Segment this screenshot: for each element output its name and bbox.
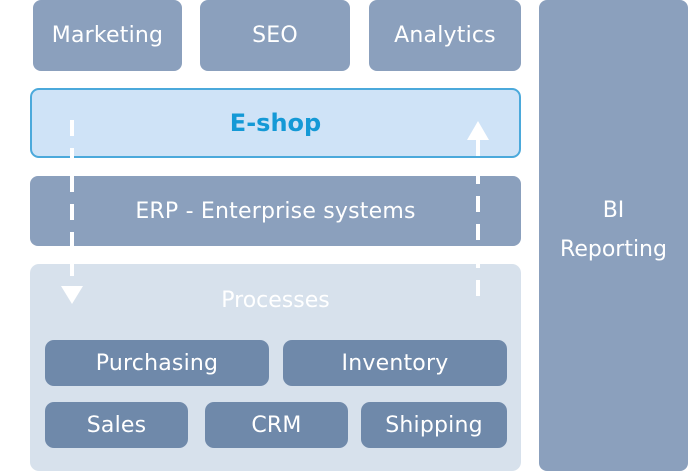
seo-box: SEO: [200, 0, 350, 71]
reporting-label: Reporting: [560, 236, 667, 262]
eshop-box: E-shop: [30, 88, 521, 158]
analytics-box: Analytics: [369, 0, 521, 71]
process-shipping: Shipping: [361, 402, 507, 448]
processes-title: Processes: [221, 288, 330, 313]
process-inventory: Inventory: [283, 340, 507, 386]
erp-box: ERP - Enterprise systems: [30, 176, 521, 246]
bi-label: BI: [602, 197, 625, 223]
process-crm: CRM: [205, 402, 348, 448]
process-purchasing: Purchasing: [45, 340, 269, 386]
bi-reporting-box: BI Reporting: [539, 0, 688, 471]
marketing-box: Marketing: [33, 0, 182, 71]
process-sales: Sales: [45, 402, 188, 448]
